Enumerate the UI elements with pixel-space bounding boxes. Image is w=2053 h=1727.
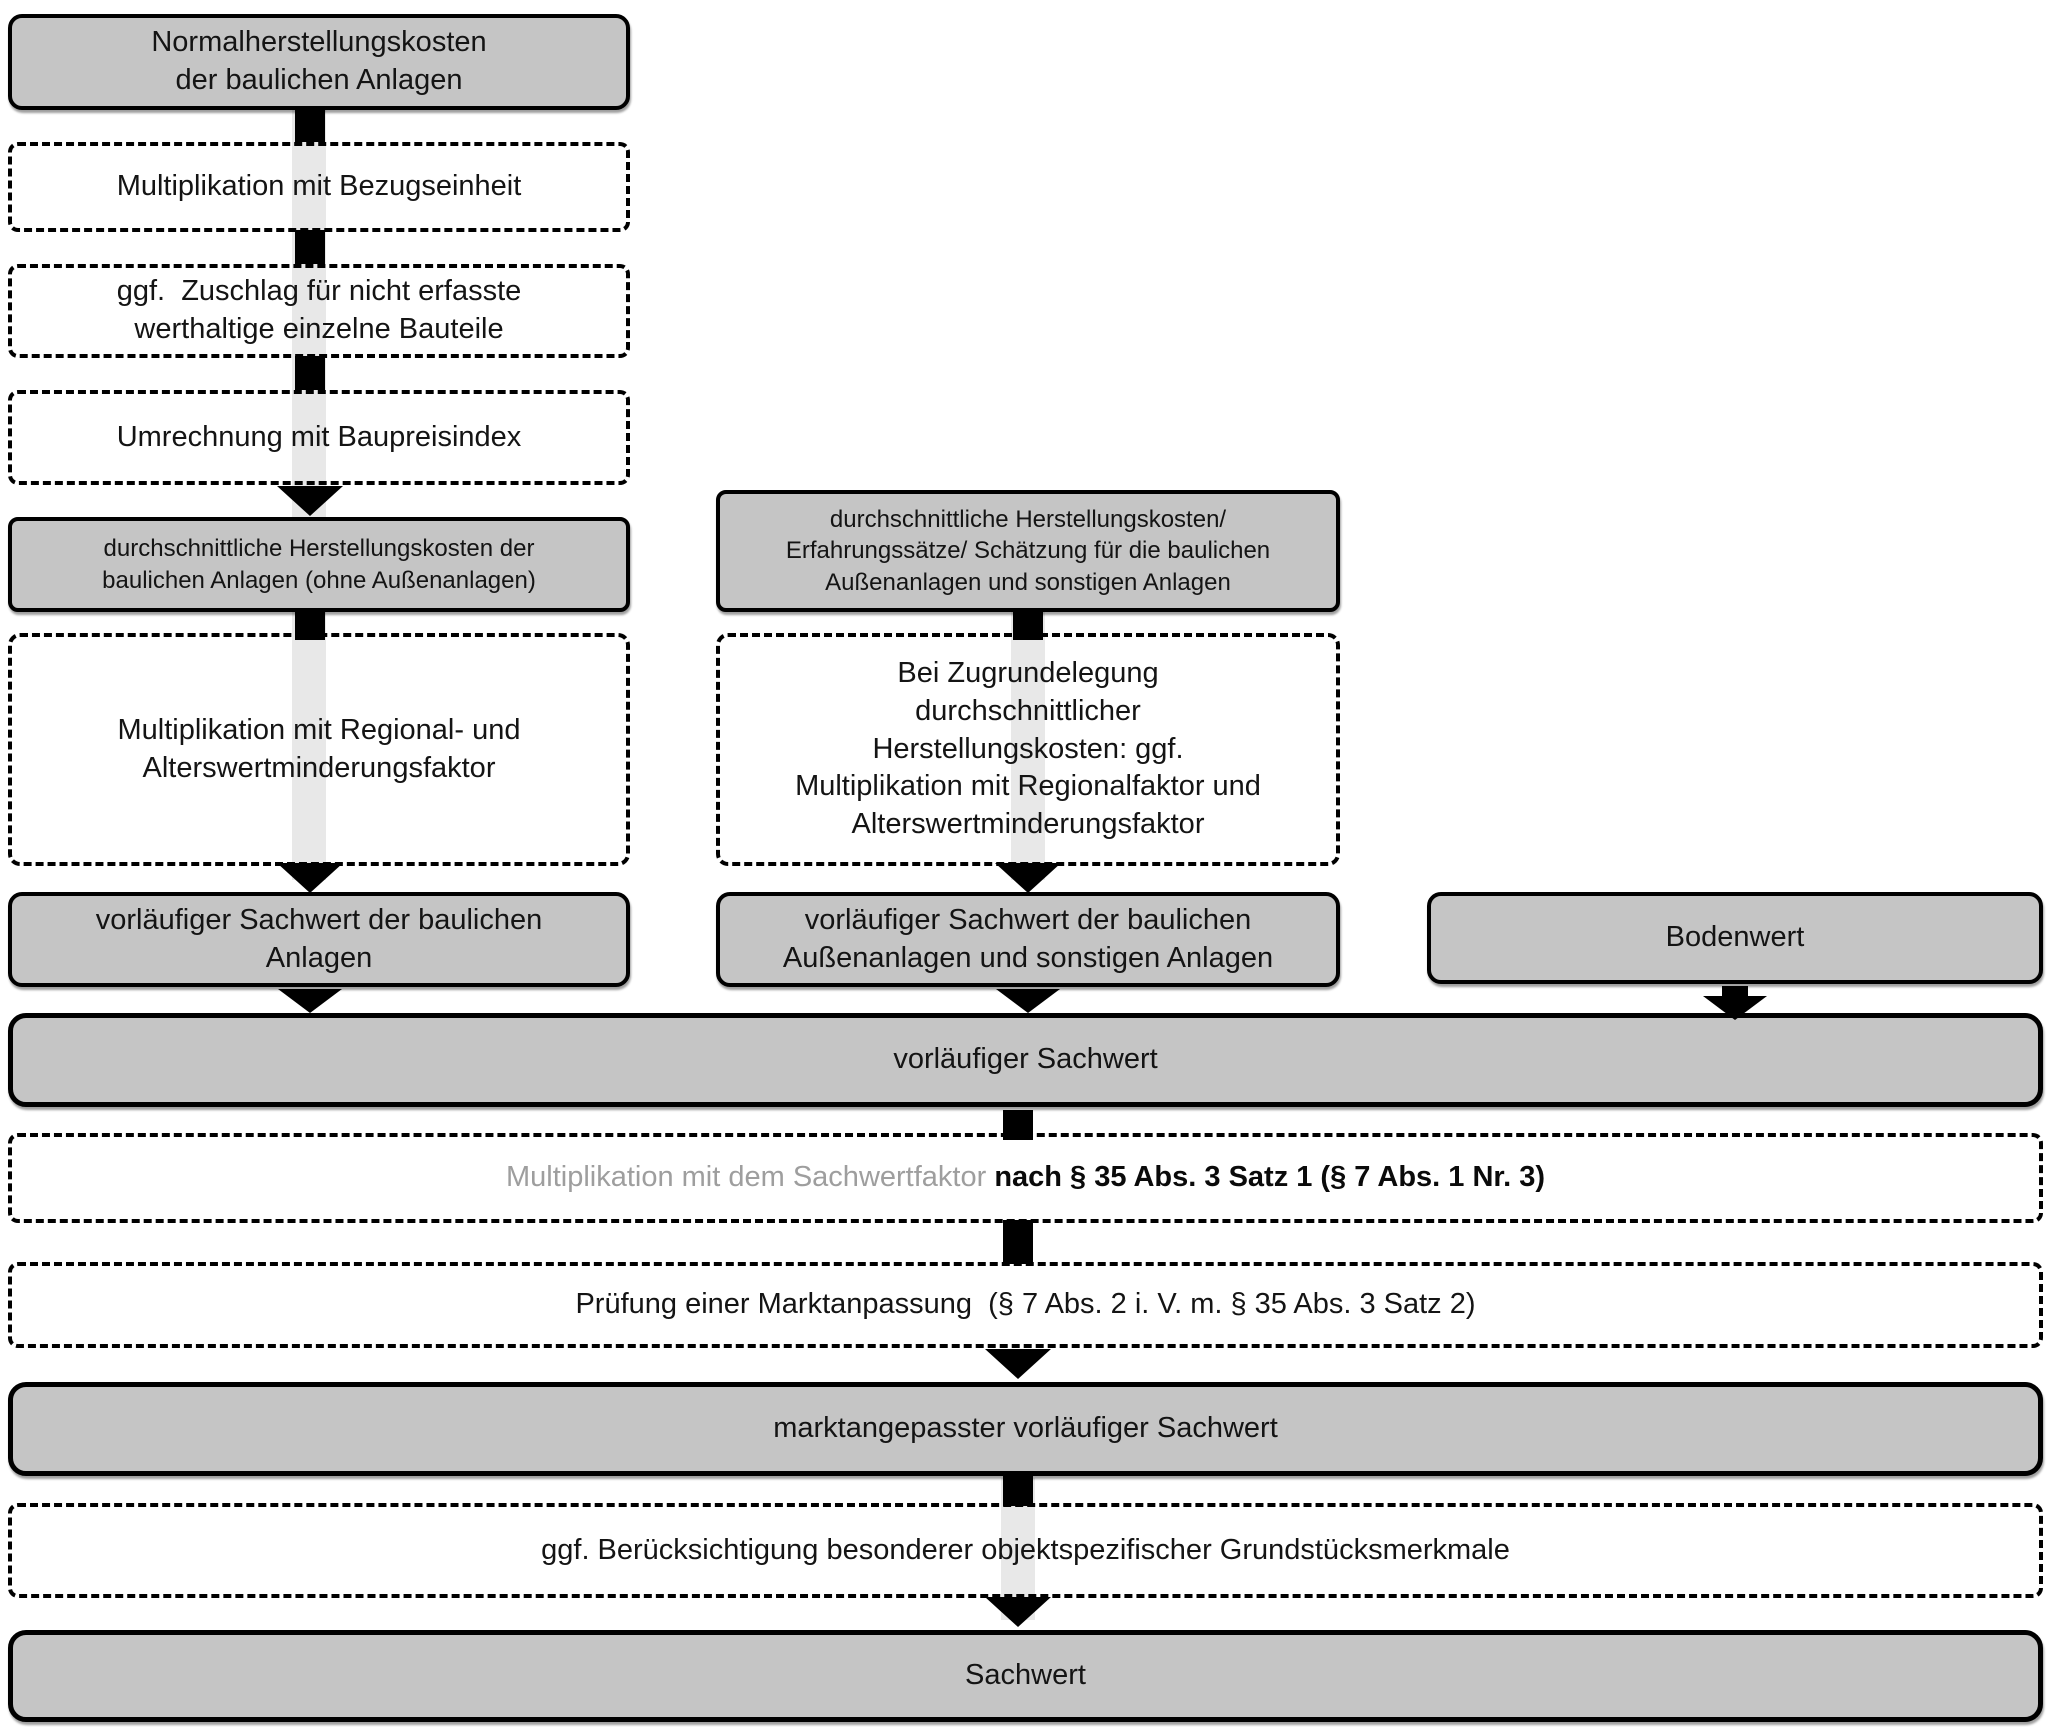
step-label: Bei Zugrundelegung durchschnittlicher He…: [795, 657, 1261, 841]
step-label: ggf. Berücksichtigung besonderer objekts…: [541, 1533, 1510, 1566]
step-label: Multiplikation mit Regional- und Altersw…: [117, 713, 521, 784]
connector-square-icon: [295, 356, 325, 390]
node-label: durchschnittliche Herstellungskosten/ Er…: [785, 506, 1271, 596]
connector-square-icon: [295, 110, 325, 142]
node-label: Bodenwert: [1665, 921, 1805, 954]
step-multiplikation-regional-alterswert: Multiplikation mit Regional- und Altersw…: [8, 633, 630, 866]
arrow-down-icon: [277, 486, 343, 516]
arrow-down-icon: [995, 863, 1061, 893]
step-umrechnung-baupreisindex: Umrechnung mit Baupreisindex: [8, 390, 630, 485]
node-label: vorläufiger Sachwert der baulichen Anlag…: [95, 903, 543, 974]
node-vorlaeufiger-sachwert: vorläufiger Sachwert: [8, 1013, 2043, 1107]
step-label: Prüfung einer Marktanpassung (§ 7 Abs. 2…: [575, 1288, 1476, 1321]
node-normalherstellungskosten: Normalherstellungskosten der baulichen A…: [8, 14, 630, 110]
flow-band-middle: [1011, 612, 1045, 880]
step-pruefung-marktanpassung: Prüfung einer Marktanpassung (§ 7 Abs. 2…: [8, 1262, 2043, 1348]
connector-square-icon: [1003, 1474, 1033, 1506]
node-marktangepasster-vorlaeufiger-sachwert: marktangepasster vorläufiger Sachwert: [8, 1382, 2043, 1476]
node-bodenwert: Bodenwert: [1427, 892, 2043, 984]
connector-square-icon: [295, 230, 325, 264]
step-label: Multiplikation mit dem Sachwertfaktor na…: [492, 1159, 1559, 1197]
step-label-strong: nach § 35 Abs. 3 Satz 1 (§ 7 Abs. 1 Nr. …: [994, 1161, 1546, 1194]
node-durchschnittliche-herstellungskosten-aussen: durchschnittliche Herstellungskosten/ Er…: [716, 490, 1340, 612]
node-vorlaeufiger-sachwert-aussen: vorläufiger Sachwert der baulichen Außen…: [716, 892, 1340, 987]
connector-square-icon: [1003, 1110, 1033, 1140]
node-label: vorläufiger Sachwert der baulichen Außen…: [782, 903, 1274, 974]
node-label: Normalherstellungskosten der baulichen A…: [151, 26, 487, 96]
step-multiplikation-sachwertfaktor: Multiplikation mit dem Sachwertfaktor na…: [8, 1133, 2043, 1223]
arrow-stem: [1722, 986, 1748, 998]
arrow-down-icon: [985, 1597, 1051, 1627]
node-label: marktangepasster vorläufiger Sachwert: [773, 1412, 1278, 1445]
arrow-down-icon: [985, 1349, 1051, 1379]
step-multiplikation-bezugseinheit: Multiplikation mit Bezugseinheit: [8, 142, 630, 232]
connector-square-icon: [1003, 1220, 1033, 1264]
step-label: Umrechnung mit Baupreisindex: [116, 420, 522, 453]
step-label: ggf. Zuschlag für nicht erfasste werthal…: [116, 275, 522, 345]
step-label: Multiplikation mit Bezugseinheit: [116, 170, 522, 203]
node-sachwert: Sachwert: [8, 1630, 2043, 1722]
arrow-down-icon: [1703, 996, 1767, 1020]
node-durchschnittliche-herstellungskosten-baulich: durchschnittliche Herstellungskosten der…: [8, 517, 630, 612]
step-beruecksichtigung-grundstuecksmerkmale: ggf. Berücksichtigung besonderer objekts…: [8, 1503, 2043, 1598]
node-label: Sachwert: [965, 1659, 1086, 1692]
step-bei-zugrundelegung: Bei Zugrundelegung durchschnittlicher He…: [716, 633, 1340, 866]
arrow-down-icon: [996, 989, 1060, 1013]
node-vorlaeufiger-sachwert-baulich: vorläufiger Sachwert der baulichen Anlag…: [8, 892, 630, 987]
arrow-down-icon: [278, 989, 342, 1013]
step-zuschlag-bauteile: ggf. Zuschlag für nicht erfasste werthal…: [8, 264, 630, 358]
connector-square-icon: [295, 610, 325, 640]
node-label: vorläufiger Sachwert: [893, 1043, 1158, 1076]
arrow-down-icon: [277, 863, 343, 893]
node-label: durchschnittliche Herstellungskosten der…: [102, 535, 536, 594]
connector-square-icon: [1013, 610, 1043, 640]
step-label-muted: Multiplikation mit dem Sachwertfaktor: [505, 1161, 995, 1194]
